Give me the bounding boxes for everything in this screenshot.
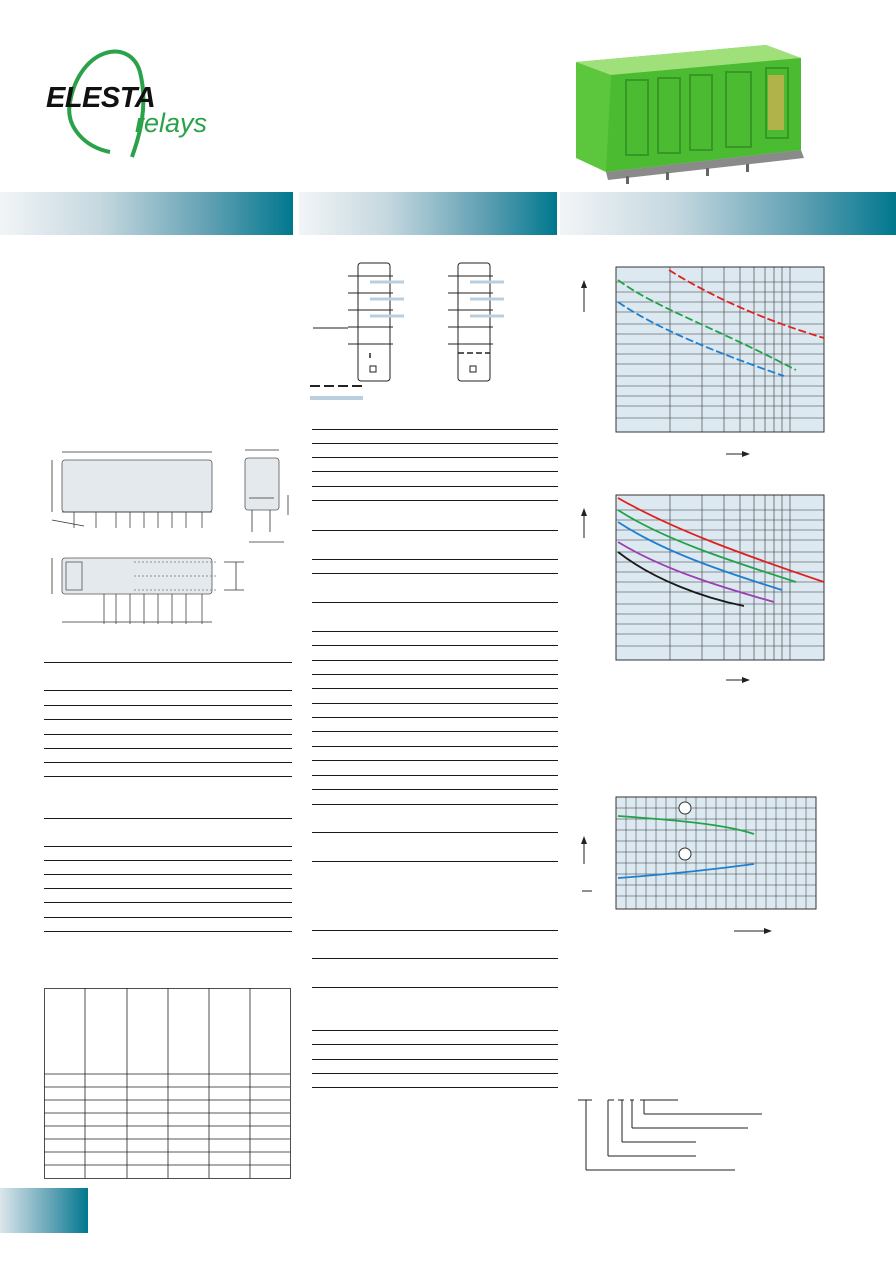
table-rule xyxy=(312,559,558,560)
table-rule xyxy=(312,789,558,790)
table-rule xyxy=(44,705,292,706)
table-rule xyxy=(312,486,558,487)
table-rule xyxy=(312,1044,558,1045)
table-rule xyxy=(312,804,558,805)
table-rule xyxy=(312,1059,558,1060)
table-rule xyxy=(312,1087,558,1088)
table-rule xyxy=(44,818,292,819)
table-rule xyxy=(44,719,292,720)
logo-swoosh-icon xyxy=(67,49,146,158)
logo-wordmark: ELESTA xyxy=(46,82,156,114)
table-rule xyxy=(312,703,558,704)
table-rule xyxy=(312,987,558,988)
table-rule xyxy=(312,457,558,458)
table-rule xyxy=(312,731,558,732)
table-rule xyxy=(44,917,292,918)
table-rule xyxy=(44,846,292,847)
table-rule xyxy=(44,734,292,735)
table-rule xyxy=(44,902,292,903)
table-rule xyxy=(44,662,292,663)
table-rule xyxy=(312,530,558,531)
table-rule xyxy=(312,645,558,646)
table-rule xyxy=(44,888,292,889)
load-limit-curve-1 xyxy=(581,266,825,457)
table-rule xyxy=(44,860,292,861)
curve-marker-2 xyxy=(678,847,692,861)
section-band-1 xyxy=(0,192,293,235)
page-corner-tab xyxy=(0,1188,88,1233)
table-rule xyxy=(312,760,558,761)
table-rule xyxy=(312,775,558,776)
load-limit-curve-2 xyxy=(581,494,825,683)
table-rule xyxy=(44,748,292,749)
table-rule xyxy=(312,660,558,661)
table-rule xyxy=(312,573,558,574)
table-rule xyxy=(312,746,558,747)
table-rule xyxy=(312,674,558,675)
table-rule xyxy=(312,832,558,833)
dimension-drawing xyxy=(51,449,289,624)
relay-photo xyxy=(576,45,804,184)
contact-diagram xyxy=(310,262,504,400)
table-rule xyxy=(312,602,558,603)
table-rule xyxy=(44,690,292,691)
temperature-curve xyxy=(581,796,817,934)
ordering-code-tree xyxy=(578,1099,762,1171)
table-rule xyxy=(312,471,558,472)
table-rule xyxy=(44,762,292,763)
table-rule xyxy=(312,861,558,862)
table-rule xyxy=(312,930,558,931)
coil-data-grid xyxy=(44,988,291,1179)
table-rule xyxy=(312,1030,558,1031)
table-rule xyxy=(312,1073,558,1074)
section-band-2 xyxy=(299,192,557,235)
section-band-3 xyxy=(560,192,896,235)
table-rule xyxy=(312,429,558,430)
table-rule xyxy=(312,688,558,689)
table-rule xyxy=(312,717,558,718)
table-rule xyxy=(44,776,292,777)
table-rule xyxy=(312,631,558,632)
table-rule xyxy=(312,958,558,959)
curve-marker-1 xyxy=(678,801,692,815)
table-rule xyxy=(312,500,558,501)
table-rule xyxy=(44,874,292,875)
table-rule xyxy=(312,443,558,444)
logo-subline: relays xyxy=(135,108,208,138)
table-rule xyxy=(44,931,292,932)
